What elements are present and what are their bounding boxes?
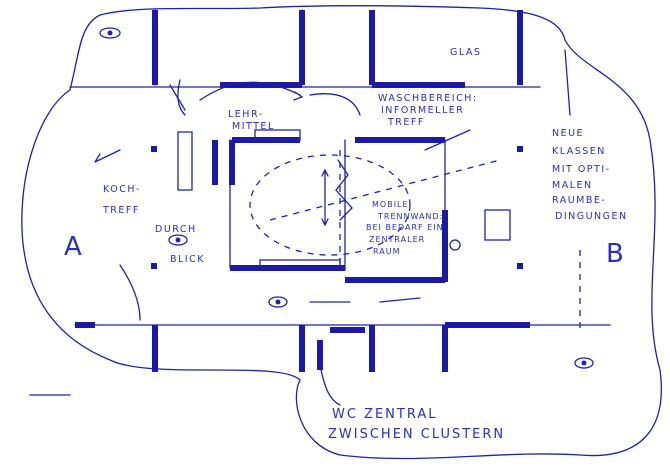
eye-icon <box>99 27 121 39</box>
eye-icon <box>268 296 288 308</box>
eye-icon <box>574 357 594 369</box>
label-new-classes: NEUE KLASSEN MIT OPTI- MALEN RAUMBE- DIN… <box>552 128 628 222</box>
label-mobile-wall: MOBILE TRENNWAND: BEI BEDARF EIN ZENTRAL… <box>366 200 447 256</box>
outline <box>21 5 662 460</box>
central-room-ellipse <box>249 154 411 256</box>
label-washing-area: WASCHBEREICH: INFORMELLER TREFF <box>378 93 482 128</box>
label-cooking: KOCH- TREFF <box>102 184 145 216</box>
columns <box>151 146 523 269</box>
label-view: DURCH BLICK <box>155 224 205 265</box>
eye-icons <box>99 27 594 369</box>
label-teaching-materials: LEHR- MITTEL <box>228 109 275 132</box>
label-cluster-a: A <box>64 232 82 262</box>
arrows <box>94 49 581 406</box>
furniture <box>29 129 511 396</box>
eye-icon <box>168 234 188 246</box>
label-glass: GLAS <box>450 47 481 58</box>
mobile-partition <box>335 159 353 221</box>
walls-thick <box>75 10 530 372</box>
label-cluster-b: B <box>606 239 624 269</box>
label-wc: WC ZENTRAL ZWISCHEN CLUSTERN <box>328 407 505 442</box>
